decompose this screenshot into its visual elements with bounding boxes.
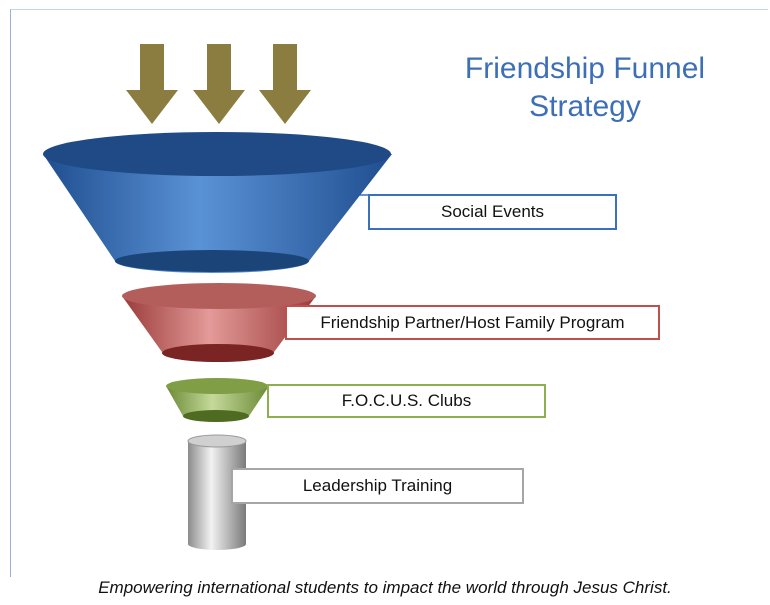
stage-label-friendship: Friendship Partner/Host Family Program <box>285 305 660 340</box>
diagram-title: Friendship Funnel Strategy <box>430 50 740 126</box>
down-arrow-icon <box>259 44 311 124</box>
tagline: Empowering international students to imp… <box>98 578 672 597</box>
stage-label-text: F.O.C.U.S. Clubs <box>341 391 472 410</box>
stage-label-text: Friendship Partner/Host Family Program <box>320 312 625 332</box>
stage-label-social: Social Events <box>368 194 617 230</box>
funnel-section-friendship <box>122 283 316 362</box>
stage-label-text: Leadership Training <box>302 476 453 495</box>
title-line-1: Friendship Funnel <box>464 52 706 85</box>
funnel-section-focus <box>166 378 269 422</box>
input-arrows <box>126 44 311 124</box>
title-line-2: Strategy <box>529 90 641 123</box>
funnel-section-social <box>43 132 392 273</box>
down-arrow-icon <box>126 44 178 124</box>
stage-label-text: Social Events <box>441 202 544 221</box>
stage-label-focus: F.O.C.U.S. Clubs <box>267 384 546 418</box>
stage-label-leadership: Leadership Training <box>231 468 524 504</box>
slide-frame <box>10 9 768 577</box>
down-arrow-icon <box>193 44 245 124</box>
